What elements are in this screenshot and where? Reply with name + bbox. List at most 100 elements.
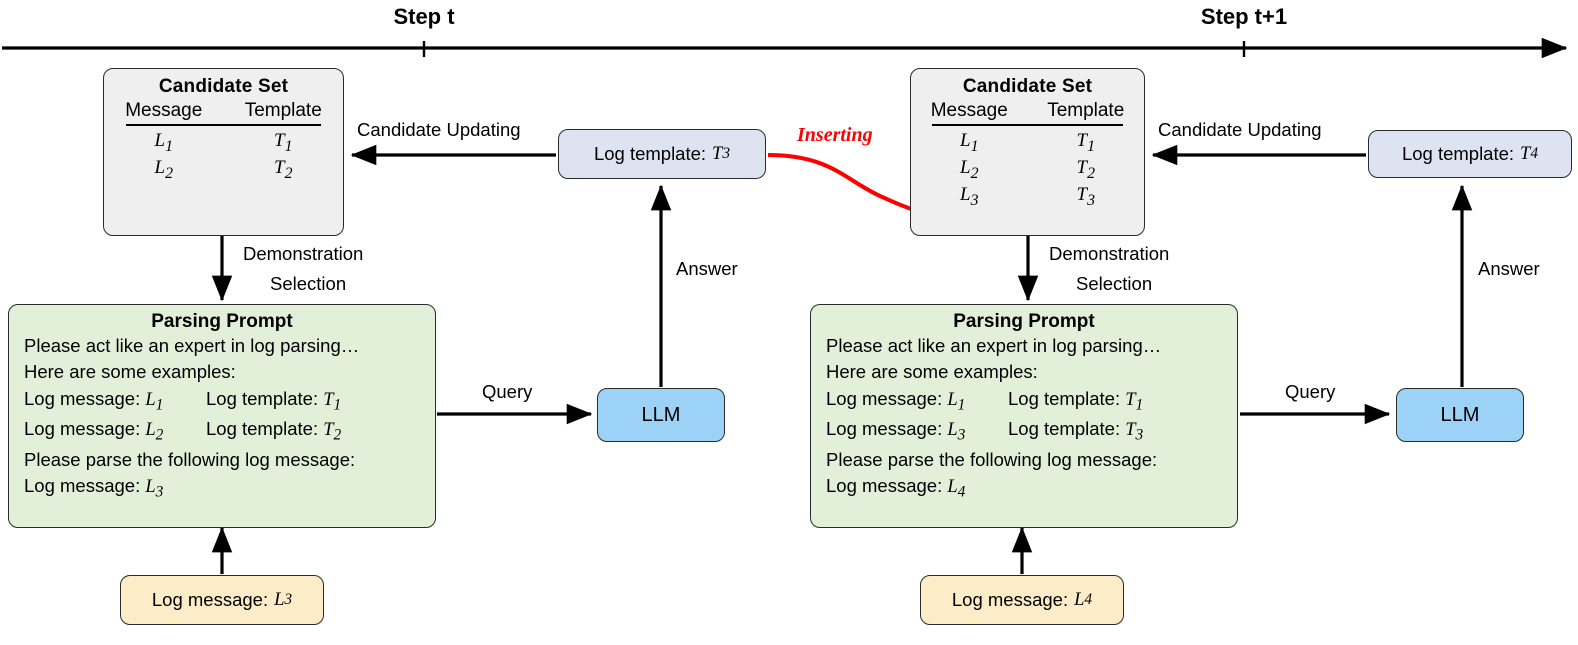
label-demonstration-left: Demonstration [243, 243, 364, 264]
example-message-sub: 3 [957, 426, 966, 444]
parsing-prompt-line: Please act like an expert in log parsing… [826, 335, 1162, 356]
parsing-prompt-title: Parsing Prompt [953, 311, 1095, 332]
cell-message-sub: 1 [970, 138, 979, 156]
query-message-sub: 4 [957, 483, 966, 501]
llm-label: LLM [641, 403, 681, 426]
candidate-set-box-step-t1[interactable]: Candidate Set Message Template L1 T1 L2 … [910, 68, 1145, 236]
table-row: L1 T1 [104, 129, 343, 156]
example-template-label: Log template: [206, 418, 319, 440]
log-template-label: Log template: [1401, 143, 1515, 164]
llm-box-step-t1[interactable]: LLM [1396, 388, 1524, 442]
candidate-set-header-row: Message Template [911, 100, 1144, 122]
example-message-label: Log message: [24, 387, 141, 409]
candidate-set-divider [125, 124, 322, 127]
timeline-axis [2, 37, 1568, 59]
cell-template: T [1076, 130, 1088, 152]
log-message-symbol-sub: 4 [1084, 591, 1093, 608]
example-template: T [1125, 420, 1136, 441]
example-message: L [145, 389, 156, 410]
parsing-prompt-box-step-t[interactable]: Parsing Prompt Please act like an expert… [8, 304, 436, 528]
parsing-prompt-example: Log message: L1 Log template: T1 [24, 386, 435, 417]
log-message-label: Log message: [151, 589, 269, 610]
log-template-symbol: T [1520, 143, 1531, 164]
candidate-set-col-template: Template [244, 100, 322, 121]
label-selection-right: Selection [1076, 273, 1153, 294]
query-message-label: Log message: [826, 474, 943, 496]
example-template-sub: 3 [1135, 426, 1144, 444]
parsing-prompt-example: Log message: L3 Log template: T3 [826, 416, 1237, 447]
label-selection-left: Selection [270, 273, 347, 294]
example-template-label: Log template: [1008, 418, 1121, 440]
cell-message-sub: 2 [970, 165, 979, 183]
label-candidate-updating-right: Candidate Updating [1158, 119, 1322, 140]
log-message-label: Log message: [951, 589, 1069, 610]
parsing-prompt-instruction: Please parse the following log message: [826, 448, 1158, 470]
log-template-symbol-sub: 3 [722, 145, 731, 162]
llm-box-step-t[interactable]: LLM [597, 388, 725, 442]
log-message-symbol: L [274, 589, 285, 610]
parsing-prompt-title: Parsing Prompt [151, 311, 293, 332]
label-answer-right: Answer [1478, 258, 1540, 279]
log-template-label: Log template: [593, 143, 707, 164]
candidate-set-col-template: Template [1047, 100, 1125, 121]
example-message-label: Log message: [826, 387, 943, 409]
example-template: T [1125, 389, 1136, 410]
cell-message-sub: 3 [970, 192, 979, 210]
parsing-prompt-example: Log message: L2 Log template: T2 [24, 416, 435, 447]
example-template-label: Log template: [1008, 387, 1121, 409]
table-row: L1 T1 [911, 129, 1144, 156]
parsing-prompt-query: Log message: L3 [24, 473, 435, 504]
label-inserting: Inserting [797, 124, 873, 146]
cell-template-sub: 2 [1087, 165, 1095, 183]
step-title-t: Step t [393, 4, 455, 29]
table-row: L3 T3 [911, 183, 1144, 210]
example-message-label: Log message: [826, 418, 943, 440]
example-template-label: Log template: [206, 387, 319, 409]
example-template-sub: 1 [333, 396, 342, 414]
log-message-symbol: L [1074, 589, 1085, 610]
candidate-set-divider [931, 124, 1124, 127]
cell-message-sub: 2 [165, 165, 173, 183]
example-message-sub: 1 [155, 396, 164, 414]
parsing-prompt-line: Here are some examples: [24, 361, 236, 383]
parsing-prompt-line: Here are some examples: [826, 361, 1038, 383]
table-row: L2 T2 [911, 156, 1144, 183]
candidate-set-title: Candidate Set [962, 76, 1093, 97]
example-template: T [323, 389, 334, 410]
cell-message: L [960, 157, 971, 179]
candidate-set-title: Candidate Set [158, 76, 289, 97]
cell-template-sub: 3 [1087, 192, 1095, 210]
example-message: L [145, 420, 156, 441]
cell-template: T [274, 130, 285, 152]
parsing-prompt-example: Log message: L1 Log template: T1 [826, 386, 1237, 417]
example-message: L [947, 420, 958, 441]
parsing-prompt-instruction: Please parse the following log message: [24, 448, 356, 470]
cell-template-sub: 2 [284, 165, 293, 183]
cell-message: L [960, 130, 971, 152]
example-template-sub: 1 [1135, 396, 1144, 414]
candidate-set-box-step-t[interactable]: Candidate Set Message Template L1 T1 L2 … [103, 68, 344, 236]
example-template-sub: 2 [333, 426, 342, 444]
parsing-prompt-box-step-t1[interactable]: Parsing Prompt Please act like an expert… [810, 304, 1238, 528]
example-message-sub: 1 [957, 396, 966, 414]
log-template-symbol-sub: 4 [1530, 145, 1539, 162]
query-message: L [145, 476, 156, 497]
label-candidate-updating-left: Candidate Updating [357, 119, 521, 140]
cell-template-sub: 1 [1087, 138, 1095, 156]
cell-template-sub: 1 [284, 138, 293, 156]
cell-template: T [1076, 184, 1088, 206]
label-query-right: Query [1285, 381, 1336, 402]
cell-message: L [154, 157, 166, 179]
cell-template: T [274, 157, 285, 179]
example-message-sub: 2 [155, 426, 164, 444]
cell-template: T [1076, 157, 1088, 179]
parsing-prompt-line: Please act like an expert in log parsing… [24, 335, 360, 356]
log-message-symbol-sub: 3 [284, 591, 293, 608]
candidate-set-col-message: Message [930, 100, 1008, 121]
candidate-set-header-row: Message Template [104, 100, 343, 122]
